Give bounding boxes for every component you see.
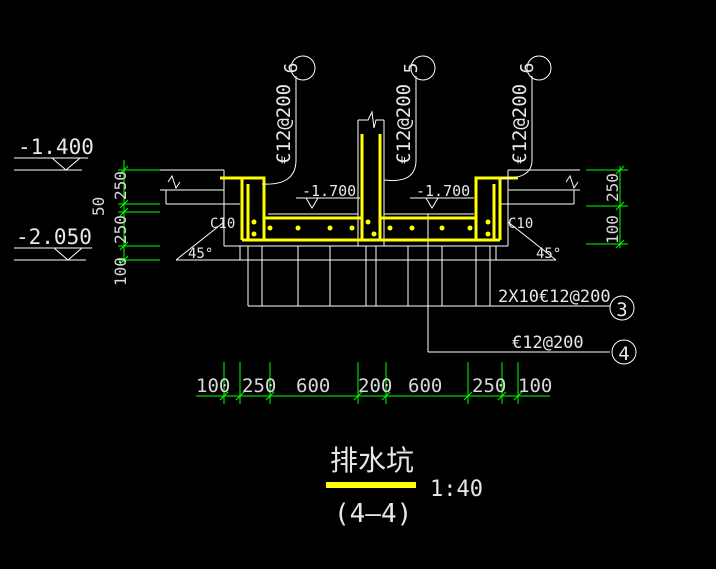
- concrete-label-left: C10: [210, 216, 235, 232]
- title-block: 排水坑 (4—4) 1:40: [326, 444, 483, 529]
- slab-outline: [160, 110, 580, 261]
- svg-text:€12@200: €12@200: [393, 84, 415, 164]
- svg-text:600: 600: [408, 375, 442, 397]
- svg-text:3: 3: [616, 299, 627, 321]
- anchor-lines: [247, 214, 610, 353]
- left-dim-50: 50: [89, 197, 108, 216]
- rebar-callout-4: €12@200 4: [512, 333, 637, 365]
- bottom-dimension-labels: 100 250 600 200 600 250 100: [196, 375, 552, 397]
- section-label: (4—4): [334, 499, 412, 529]
- svg-text:600: 600: [296, 375, 330, 397]
- top-rebar-callout-1: €12@200 6: [273, 55, 316, 164]
- title-underline: [326, 482, 416, 488]
- concrete-label-right: C10: [508, 216, 533, 232]
- rebar-cage: [220, 134, 518, 242]
- level-lower-label: -2.050: [16, 225, 92, 249]
- svg-text:250: 250: [472, 375, 506, 397]
- svg-text:200: 200: [358, 375, 392, 397]
- svg-text:€12@200: €12@200: [273, 84, 295, 164]
- top-rebar-callout-3: €12@200 6: [509, 55, 552, 164]
- left-dim-250-top: 250: [111, 171, 130, 200]
- elevation-marker-upper: -1.400: [14, 135, 94, 171]
- rebar-dots: [251, 219, 491, 237]
- svg-text:100: 100: [518, 375, 552, 397]
- left-dim-100: 100: [111, 257, 130, 286]
- bottom-dimension-chain: [196, 362, 550, 404]
- scale-label: 1:40: [430, 477, 483, 502]
- svg-text:6: 6: [281, 63, 302, 74]
- left-dim-250-bottom: 250: [111, 215, 130, 244]
- top-rebar-leaders: [261, 76, 533, 185]
- right-dim-100: 100: [603, 215, 622, 244]
- svg-text:2X10€12@200: 2X10€12@200: [498, 287, 611, 307]
- angle-label-right: 45°: [536, 246, 561, 262]
- left-dimension-chain: [118, 160, 160, 265]
- svg-text:100: 100: [196, 375, 230, 397]
- svg-text:250: 250: [242, 375, 276, 397]
- right-dimension-chain: [586, 165, 628, 249]
- svg-text:6: 6: [517, 63, 538, 74]
- inner-level-left: -1.700: [296, 182, 360, 209]
- svg-text:-1.700: -1.700: [302, 182, 356, 200]
- angle-label-left: 45°: [188, 246, 213, 262]
- svg-text:€12@200: €12@200: [509, 84, 531, 164]
- svg-text:4: 4: [618, 343, 629, 365]
- svg-text:5: 5: [401, 63, 422, 74]
- level-upper-label: -1.400: [18, 135, 94, 159]
- inner-level-right: -1.700: [410, 182, 474, 209]
- right-dim-250: 250: [603, 173, 622, 202]
- svg-text:€12@200: €12@200: [512, 333, 584, 353]
- rebar-callout-3: 2X10€12@200 3: [498, 287, 635, 321]
- elevation-marker-lower: -2.050: [14, 225, 92, 261]
- drawing-title: 排水坑: [330, 444, 414, 477]
- top-rebar-callout-2: €12@200 5: [393, 55, 436, 164]
- svg-text:-1.700: -1.700: [416, 182, 470, 200]
